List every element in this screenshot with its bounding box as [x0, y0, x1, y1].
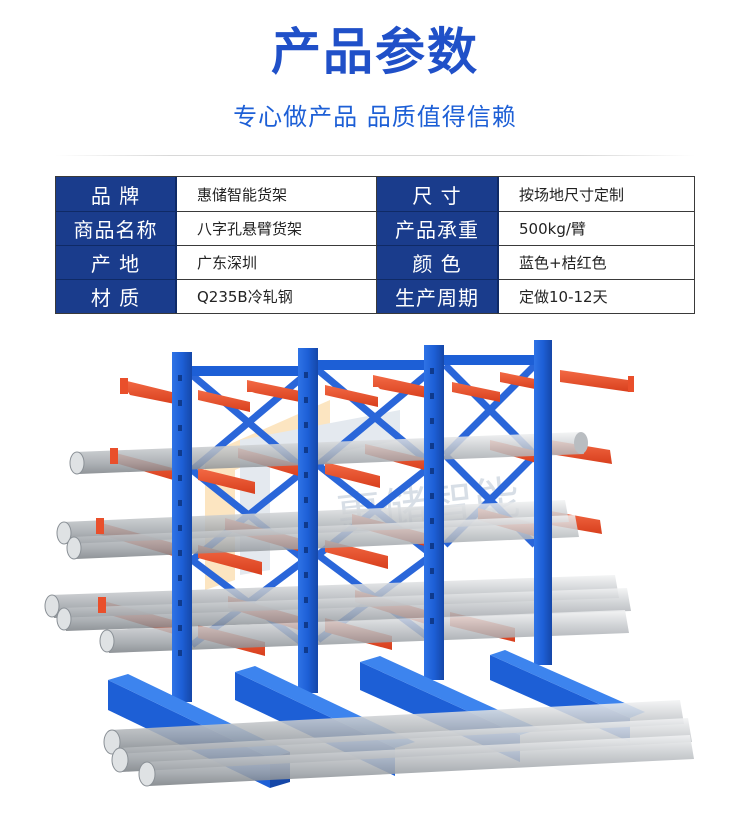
spec-label-right: 产品承重: [377, 211, 499, 245]
spec-value-left: 惠储智能货架: [177, 177, 377, 211]
spec-row: 材 质 Q235B冷轧钢 生产周期 定做10-12天: [56, 279, 694, 313]
spec-table: 品 牌 惠储智能货架 尺 寸 按场地尺寸定制 商品名称 八字孔悬臂货架 产品承重…: [55, 176, 695, 314]
spec-value-left: 广东深圳: [177, 245, 377, 279]
page-title: 产品参数: [271, 23, 479, 81]
spec-row: 产 地 广东深圳 颜 色 蓝色+桔红色: [56, 245, 694, 279]
arm-row-top: [123, 370, 630, 412]
spec-row: 品 牌 惠储智能货架 尺 寸 按场地尺寸定制: [56, 177, 694, 211]
spec-label-right: 颜 色: [377, 245, 499, 279]
spec-value-right: 500kg/臂: [499, 211, 694, 245]
column-holes: [178, 368, 434, 656]
page-subtitle: 专心做产品 品质值得信赖: [233, 103, 517, 131]
spec-label-left: 产 地: [56, 245, 177, 279]
spec-label-right: 生产周期: [377, 279, 499, 313]
arm-tips: [96, 376, 634, 613]
spec-value-left: Q235B冷轧钢: [177, 279, 377, 313]
spec-label-right: 尺 寸: [377, 177, 499, 211]
pipe-row-bottom: [103, 700, 694, 787]
spec-value-right: 定做10-12天: [499, 279, 694, 313]
top-beams: [188, 355, 544, 376]
spec-value-right: 按场地尺寸定制: [519, 185, 625, 204]
spec-value-right: 蓝色+桔红色: [499, 245, 694, 279]
spec-label-left: 材 质: [56, 279, 177, 313]
spec-value-left: 八字孔悬臂货架: [177, 211, 377, 245]
spec-label-left: 品 牌: [56, 177, 177, 211]
pipe-row-3: [44, 575, 631, 653]
pipe-row-1: [69, 432, 588, 475]
spec-row: 商品名称 八字孔悬臂货架 产品承重 500kg/臂: [56, 211, 694, 245]
divider-line: [55, 155, 695, 156]
spec-label-left: 商品名称: [56, 211, 177, 245]
cantilever-rack-illustration: 惠储智能: [44, 340, 694, 788]
